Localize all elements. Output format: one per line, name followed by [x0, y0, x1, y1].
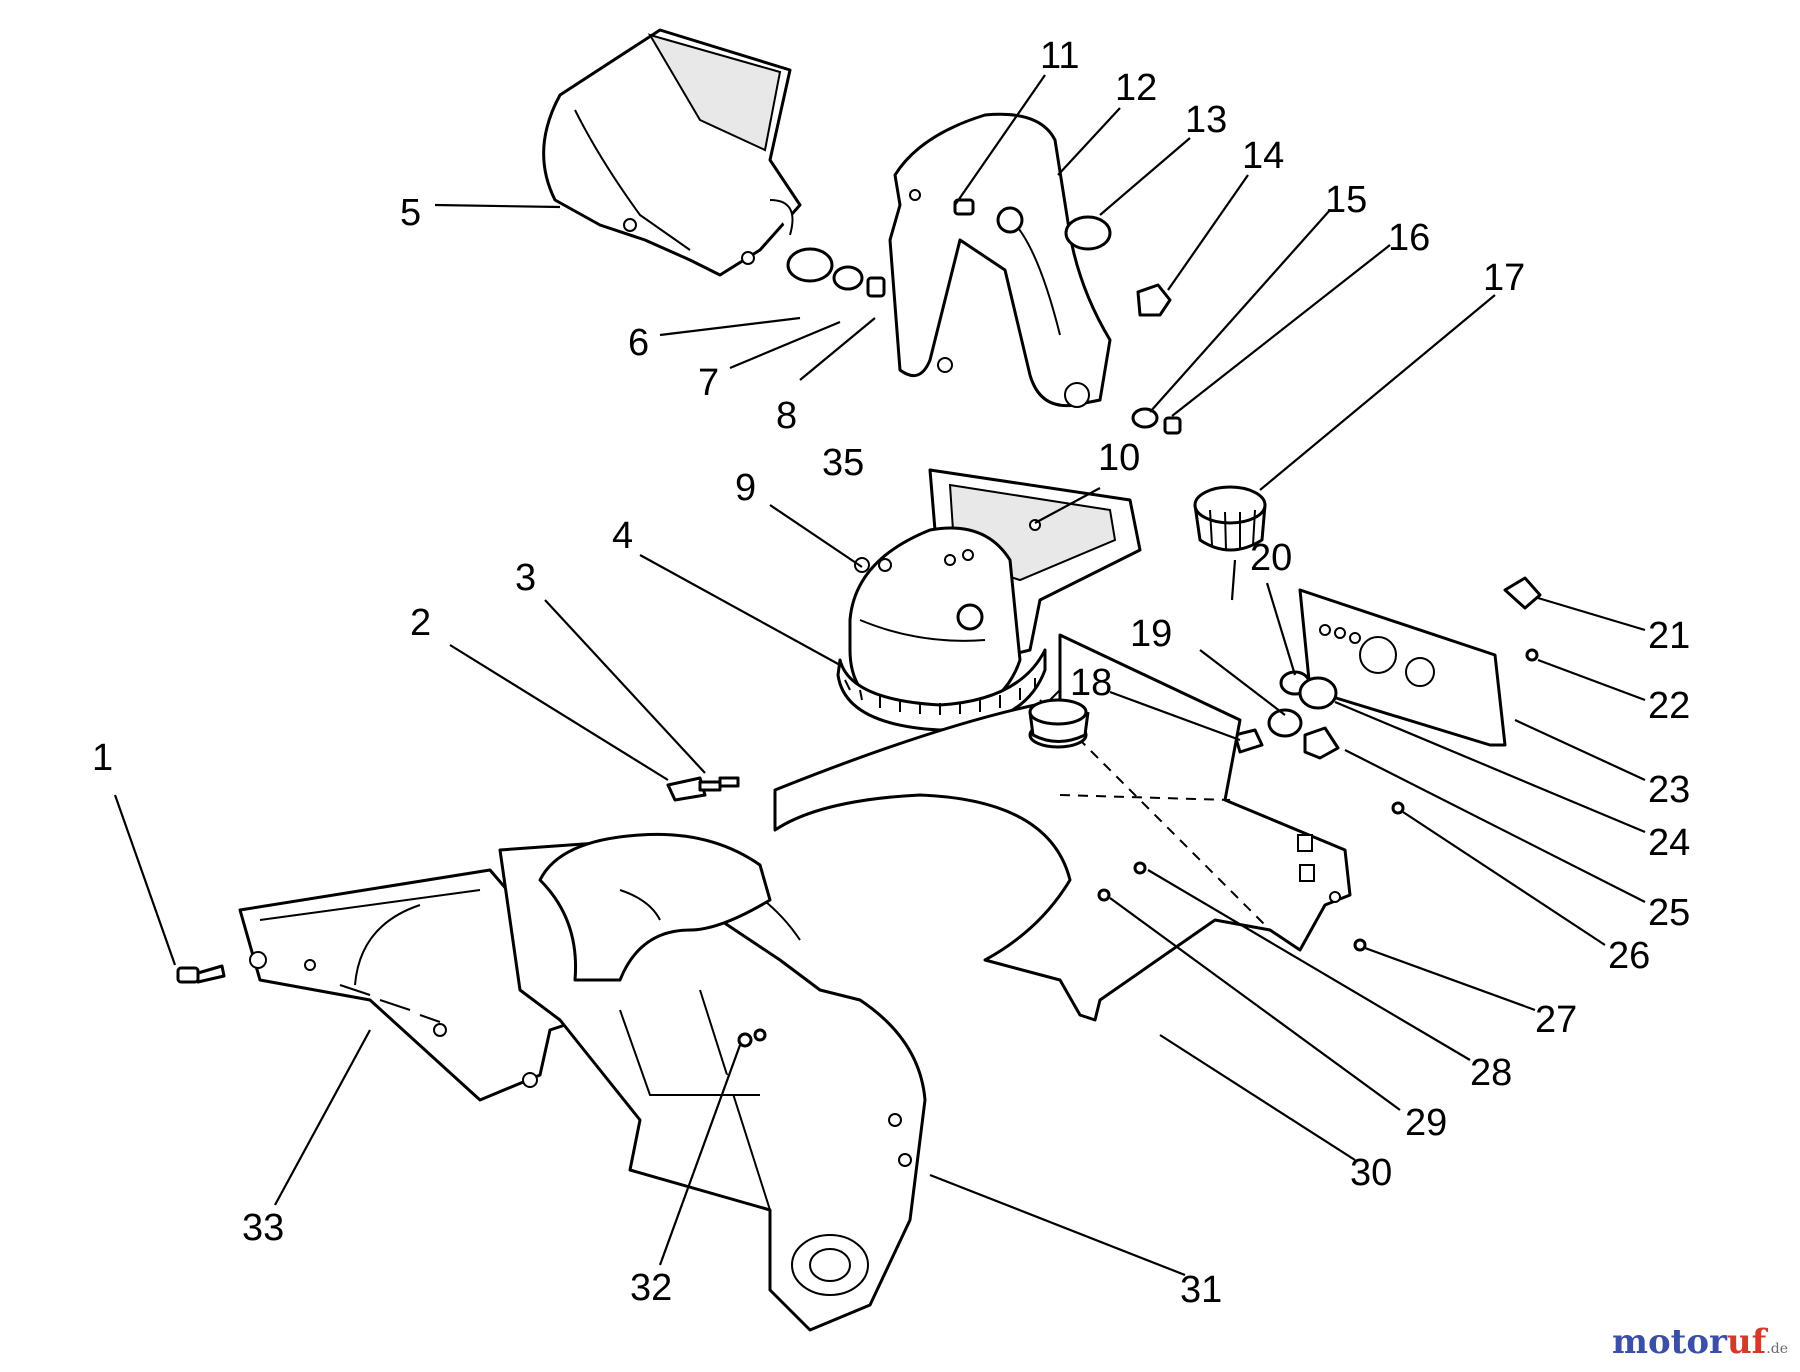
watermark-text-suffix: .de — [1766, 1341, 1788, 1357]
callout-labels: 1 2 3 4 5 6 7 8 9 10 11 12 13 14 15 16 1… — [92, 35, 1690, 1311]
watermark-text-accent: uf — [1726, 1322, 1767, 1362]
callout-28: 28 — [1470, 1052, 1512, 1094]
callout-5: 5 — [400, 192, 421, 234]
callout-30: 30 — [1350, 1152, 1392, 1194]
callout-21: 21 — [1648, 615, 1690, 657]
callout-19: 19 — [1130, 613, 1172, 655]
callout-29: 29 — [1405, 1102, 1447, 1144]
parts-11-13-14-15-16-hardware — [953, 198, 1182, 435]
callout-15: 15 — [1325, 179, 1367, 221]
part-12-chute-bracket — [888, 112, 1112, 408]
callout-4: 4 — [612, 515, 633, 557]
callout-22: 22 — [1648, 685, 1690, 727]
watermark-text-main: motor — [1611, 1322, 1727, 1362]
callout-26: 26 — [1608, 935, 1650, 977]
callout-35: 35 — [822, 442, 864, 484]
callout-17: 17 — [1483, 257, 1525, 299]
callout-7: 7 — [698, 362, 719, 404]
callout-27: 27 — [1535, 999, 1577, 1041]
part-23-panel — [1298, 588, 1507, 747]
small-fasteners — [176, 776, 1405, 1048]
callout-23: 23 — [1648, 769, 1690, 811]
callout-32: 32 — [630, 1267, 672, 1309]
part-30-housing — [773, 633, 1352, 1022]
callout-6: 6 — [628, 322, 649, 364]
callout-12: 12 — [1115, 67, 1157, 109]
callout-10: 10 — [1098, 437, 1140, 479]
part-5-deflector — [542, 28, 802, 277]
leader-lines — [113, 74, 1646, 1277]
callout-20: 20 — [1250, 537, 1292, 579]
callout-13: 13 — [1185, 99, 1227, 141]
callout-14: 14 — [1242, 135, 1284, 177]
callout-1: 1 — [92, 737, 113, 779]
callout-31: 31 — [1180, 1269, 1222, 1311]
callout-2: 2 — [410, 602, 431, 644]
callout-16: 16 — [1388, 217, 1430, 259]
parts-6-7-8-hardware — [786, 247, 886, 298]
parts-21-22-fasteners — [1503, 576, 1542, 662]
callout-25: 25 — [1648, 892, 1690, 934]
callout-11: 11 — [1040, 35, 1079, 77]
callout-18: 18 — [1070, 662, 1112, 704]
part-4-chute-base — [836, 468, 1142, 732]
callout-24: 24 — [1648, 822, 1690, 864]
part-31-auger-housing — [498, 832, 927, 1332]
parts-18-19-20-24-25-hardware — [1233, 670, 1340, 760]
part-17-knob — [1193, 485, 1267, 552]
callout-3: 3 — [515, 557, 536, 599]
callout-8: 8 — [776, 395, 797, 437]
callout-33: 33 — [242, 1207, 284, 1249]
site-watermark-logo: motoruf.de — [1612, 1322, 1788, 1362]
callout-9: 9 — [735, 467, 756, 509]
